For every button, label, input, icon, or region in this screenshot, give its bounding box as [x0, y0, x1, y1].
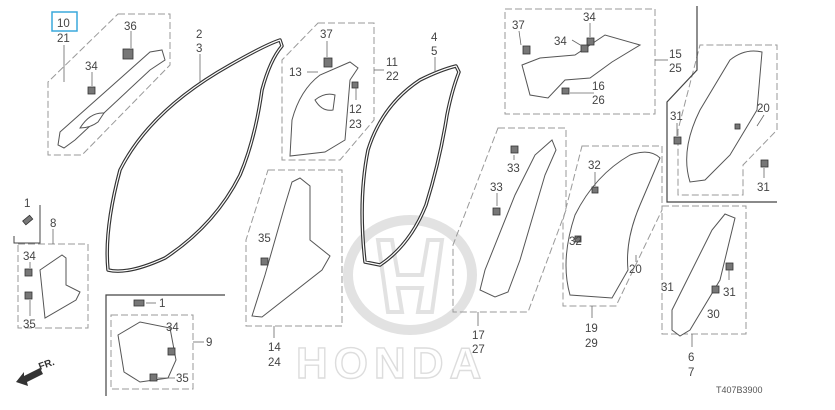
group-box-11	[281, 22, 375, 161]
side-trim-19	[565, 151, 661, 299]
screw-1-icon	[22, 214, 34, 226]
callout-20[interactable]: 20	[757, 103, 770, 115]
callout-19[interactable]: 19	[585, 323, 598, 335]
callout-7[interactable]: 7	[688, 367, 694, 379]
callout-6[interactable]: 6	[688, 352, 694, 364]
callout-35[interactable]: 35	[176, 373, 189, 385]
clip-34-icon	[87, 86, 96, 95]
callout-15[interactable]: 15	[669, 49, 682, 61]
callout-16[interactable]: 16	[592, 81, 605, 93]
callout-20[interactable]: 20	[629, 264, 642, 276]
callout-34[interactable]: 34	[554, 36, 567, 48]
group-box-10	[47, 13, 171, 156]
section-divider	[13, 205, 41, 244]
trim-8	[39, 254, 81, 319]
callout-4[interactable]: 4	[431, 32, 438, 44]
front-label: FR.	[37, 357, 56, 373]
callout-32[interactable]: 32	[569, 236, 582, 248]
callout-29[interactable]: 29	[585, 338, 598, 350]
callout-1[interactable]: 1	[159, 298, 165, 310]
callout-33[interactable]: 33	[490, 182, 503, 194]
callout-34[interactable]: 34	[583, 12, 596, 24]
callout-34[interactable]: 34	[23, 251, 36, 263]
callout-27[interactable]: 27	[472, 344, 485, 356]
pillar-trim-17	[479, 139, 557, 298]
watermark-text: HONDA	[296, 339, 487, 388]
callout-11[interactable]: 11	[386, 57, 398, 69]
callout-2[interactable]: 2	[196, 29, 202, 41]
group-box-19	[562, 145, 663, 307]
callout-25[interactable]: 25	[669, 63, 682, 75]
callout-10[interactable]: 10	[57, 18, 70, 30]
callout-23[interactable]: 23	[349, 119, 362, 131]
callout-12[interactable]: 12	[349, 104, 362, 116]
callout-33[interactable]: 33	[507, 163, 520, 175]
group-box-9	[110, 314, 194, 390]
callout-36[interactable]: 36	[124, 21, 137, 33]
callout-21[interactable]: 21	[57, 33, 70, 45]
selected-callout-highlight	[51, 11, 78, 32]
callout-31[interactable]: 31	[723, 287, 736, 299]
callout-35[interactable]: 35	[258, 233, 271, 245]
callout-31[interactable]: 31	[661, 282, 674, 294]
group-box-14	[245, 169, 343, 327]
callout-5[interactable]: 5	[431, 46, 437, 58]
callout-17[interactable]: 17	[472, 330, 485, 342]
callout-31[interactable]: 31	[670, 111, 683, 123]
callout-9[interactable]: 9	[206, 337, 212, 349]
callout-22[interactable]: 22	[386, 71, 399, 83]
callout-1[interactable]: 1	[24, 198, 30, 210]
side-trim-20	[686, 50, 763, 183]
group-box-6	[661, 205, 747, 335]
section-divider	[666, 6, 777, 203]
airbag-6	[671, 213, 736, 337]
clip-36-icon	[122, 48, 134, 60]
trim-9	[117, 321, 177, 383]
callout-8[interactable]: 8	[50, 218, 56, 230]
callout-labels: 10 21 36 34 2 3 37 13 11 22 12 23 4 5 37…	[23, 12, 770, 385]
callout-13[interactable]: 13	[289, 67, 302, 79]
callout-3[interactable]: 3	[196, 43, 202, 55]
callout-24[interactable]: 24	[268, 357, 281, 369]
honda-watermark: HONDA	[295, 215, 487, 389]
drawing-code: T407B3900	[716, 385, 763, 395]
callout-34[interactable]: 34	[85, 61, 98, 73]
section-divider	[105, 294, 225, 396]
callout-37[interactable]: 37	[320, 29, 333, 41]
group-box-20	[677, 44, 778, 196]
front-arrow-icon	[16, 368, 43, 386]
front-direction-indicator: FR.	[16, 357, 56, 386]
trim-15	[521, 34, 642, 99]
screw-1-icon	[133, 299, 145, 307]
callout-31[interactable]: 31	[757, 182, 770, 194]
pillar-trim-10	[57, 49, 166, 149]
callout-14[interactable]: 14	[268, 342, 281, 354]
leader-lines	[29, 23, 765, 379]
group-box-17	[452, 127, 567, 313]
callout-35[interactable]: 35	[23, 319, 36, 331]
callout-32[interactable]: 32	[588, 160, 601, 172]
callout-30[interactable]: 30	[707, 309, 720, 321]
callout-26[interactable]: 26	[592, 95, 605, 107]
pillar-trim-14	[251, 177, 331, 318]
callout-34[interactable]: 34	[166, 322, 179, 334]
callout-37[interactable]: 37	[512, 20, 525, 32]
group-box-15	[504, 8, 656, 115]
